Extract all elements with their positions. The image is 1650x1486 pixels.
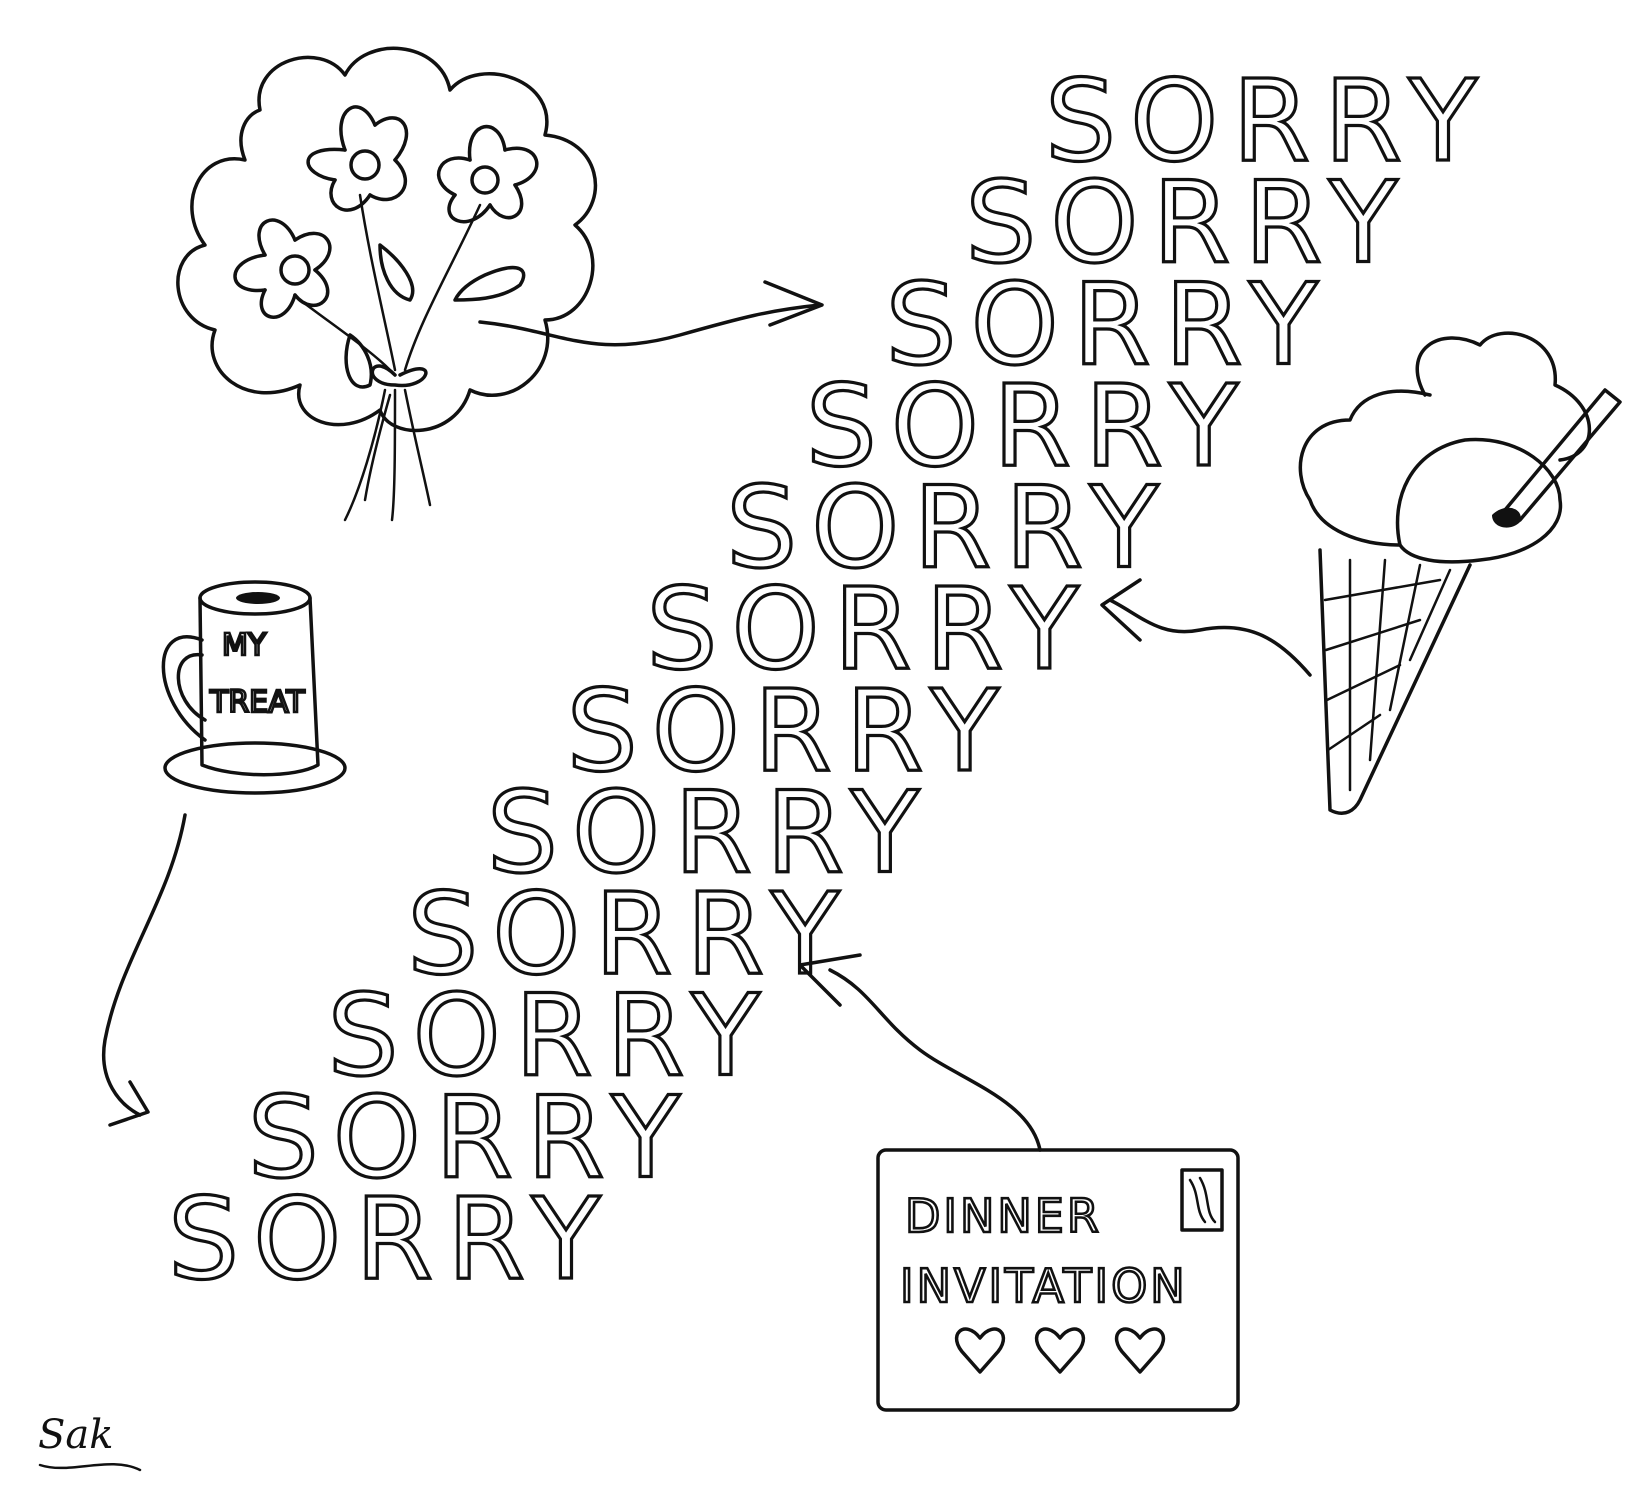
mug-saucer — [163, 741, 347, 795]
flower-bouquet-icon — [176, 46, 598, 522]
arrow-from-bouquet-head — [763, 280, 824, 327]
flower-one — [306, 105, 409, 212]
dinner-invitation-card: DINNER INVITATION — [876, 1148, 1240, 1412]
arrow-from-mug — [101, 813, 187, 1117]
sorry-word: SORRY — [806, 362, 1252, 492]
sorry-word: SORRY — [1045, 57, 1491, 187]
sorry-word: SORRY — [328, 972, 774, 1102]
mug-icon: MY TREAT — [161, 580, 347, 795]
arrow-from-ice-cream — [1108, 598, 1312, 677]
sorry-word: SORRY — [168, 1175, 614, 1305]
sorry-word: SORRY — [567, 667, 1013, 797]
bouquet-wrapper-cloud — [176, 46, 598, 433]
stamp-icon — [1180, 1168, 1224, 1232]
sorry-word: SORRY — [487, 769, 933, 899]
sorry-word: SORRY — [886, 260, 1332, 390]
heart-icon — [1114, 1327, 1166, 1374]
flower-two — [436, 124, 539, 224]
invitation-text-line2: INVITATION — [900, 1259, 1188, 1313]
arrow-from-invitation-head — [798, 953, 862, 1007]
sorry-cascade: SORRYSORRYSORRYSORRYSORRYSORRYSORRYSORRY… — [166, 55, 1491, 1306]
invitation-text-line1: DINNER — [905, 1189, 1102, 1243]
sorry-word: SORRY — [646, 565, 1092, 695]
arrow-from-mug-head — [108, 1080, 150, 1127]
ice-cream-cone-icon — [1298, 331, 1622, 815]
sorry-word: SORRY — [965, 159, 1411, 289]
arrow-from-bouquet — [478, 303, 822, 347]
arrow-from-invitation — [828, 968, 1042, 1152]
signature-flourish — [38, 1462, 142, 1472]
invitation-card-frame — [876, 1148, 1240, 1412]
sorry-word: SORRY — [407, 870, 853, 1000]
artist-signature: Sak — [38, 1412, 114, 1458]
heart-icon — [1034, 1327, 1086, 1374]
sorry-word: SORRY — [248, 1073, 694, 1203]
mug-text-line1: MY — [222, 628, 267, 663]
heart-icon — [954, 1327, 1006, 1374]
flower-three — [233, 218, 332, 319]
sorry-word: SORRY — [726, 464, 1172, 594]
arrow-from-ice-cream-head — [1100, 578, 1142, 642]
mug-text-line2: TREAT — [209, 685, 305, 720]
